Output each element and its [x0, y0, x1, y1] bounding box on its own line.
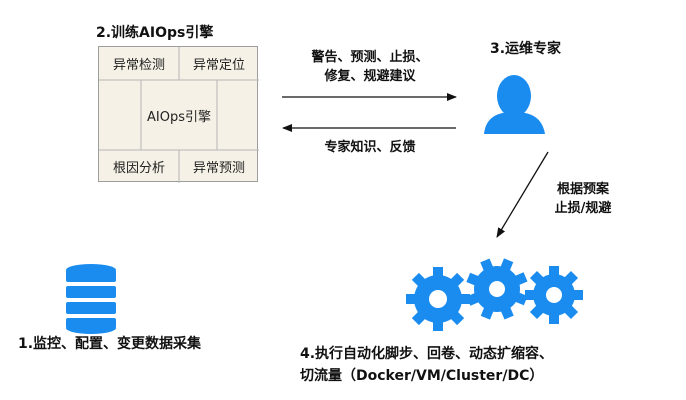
label-expert-to-gears-line1: 根据预案 [556, 182, 609, 197]
gears-icon [406, 258, 583, 331]
execution-label: 4.执行自动化脚步、回卷、动态扩缩容、 切流量（Docker/VM/Cluste… [300, 343, 553, 387]
database-icon [66, 264, 116, 334]
cell-aiops-engine: AIOps引擎 [147, 109, 211, 125]
arrow-expert-to-gears [496, 151, 549, 238]
label-engine-to-expert-line2: 修复、规避建议 [324, 69, 416, 84]
engine-grid-lines [99, 47, 259, 183]
expert-title: 3.运维专家 [490, 41, 562, 57]
label-expert-to-gears-line2: 止损/规避 [554, 201, 612, 216]
execution-label-line1: 4.执行自动化脚步、回卷、动态扩缩容、 [300, 346, 554, 362]
cell-root-cause: 根因分析 [112, 161, 165, 176]
cell-anomaly-prediction: 异常预测 [192, 161, 245, 176]
collection-label: 1.监控、配置、变更数据采集 [18, 336, 202, 352]
label-expert-to-gears: 根据预案 止损/规避 [533, 180, 633, 218]
label-expert-to-engine: 专家知识、反馈 [324, 140, 416, 155]
engine-title: 2.训练AIOps引擎 [96, 25, 214, 41]
person-icon [484, 75, 545, 134]
label-engine-to-expert-line1: 警告、预测、止损、 [311, 50, 429, 65]
label-engine-to-expert: 警告、预测、止损、 修复、规避建议 [290, 48, 450, 86]
cell-anomaly-detection: 异常检测 [112, 58, 165, 73]
aiops-engine-box: 异常检测 异常定位 AIOps引擎 根因分析 异常预测 [98, 46, 259, 183]
execution-label-line2: 切流量（Docker/VM/Cluster/DC） [300, 368, 544, 384]
cell-anomaly-location: 异常定位 [192, 58, 245, 73]
